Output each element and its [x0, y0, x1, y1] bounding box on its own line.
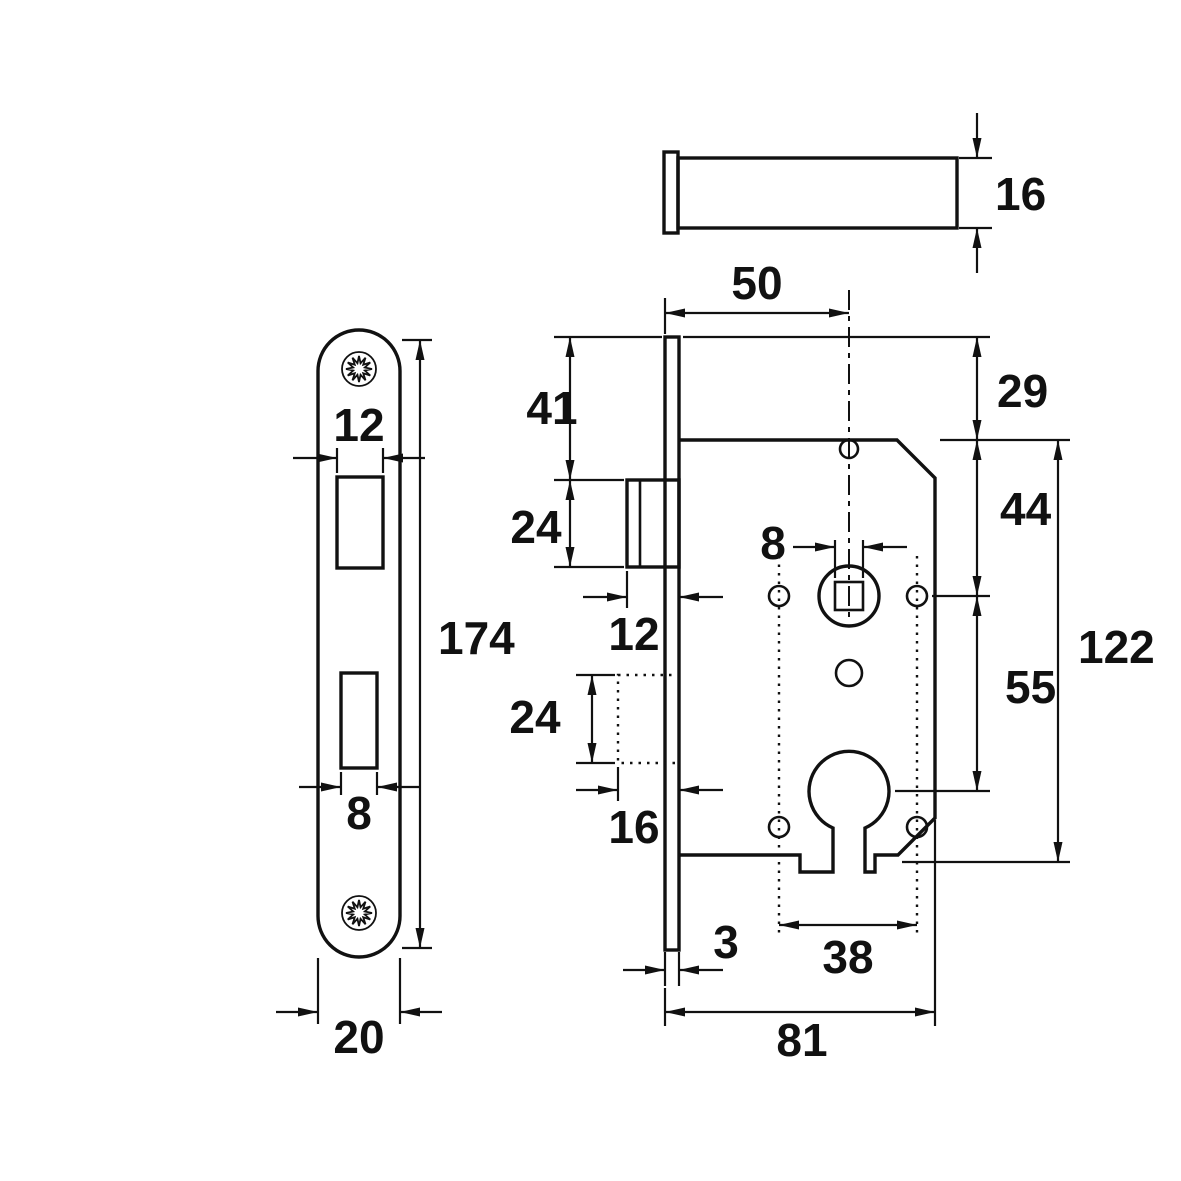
dim-label-follower-square: 8	[760, 517, 786, 569]
latch-bolt	[625, 478, 681, 569]
dim-label-faceplate-thickness: 3	[713, 916, 739, 968]
dim-label-latch-top: 41	[526, 382, 577, 434]
dim-label-top-to-follower: 44	[1000, 483, 1052, 535]
latch-side-view: 16	[662, 113, 1046, 273]
follower-square-hole	[833, 580, 865, 612]
bolt-cutout	[339, 671, 379, 770]
dim-label-faceplate-height: 174	[438, 612, 515, 664]
lock-body-view: 50 29 41 24 12 24 16 8	[509, 257, 1154, 1066]
latch-cutout	[335, 475, 385, 570]
dim-label-faceplate-bolt-width: 8	[346, 787, 372, 839]
dim-label-faceplate-width: 20	[333, 1011, 384, 1063]
dim-label-case-height: 122	[1078, 621, 1155, 673]
dim-label-latch-thickness: 16	[995, 168, 1046, 220]
fixing-hole-left-upper	[767, 584, 791, 608]
faceplate-edge	[663, 335, 681, 952]
dim-label-latch-protrusion: 12	[608, 608, 659, 660]
latch-faceplate-section	[662, 150, 680, 235]
dim-label-top-offset: 29	[997, 365, 1048, 417]
dim-label-faceplate-latch-width: 12	[333, 399, 384, 451]
stop-hole	[834, 658, 864, 688]
dim-label-case-depth: 81	[776, 1014, 827, 1066]
fixing-hole-right-upper	[905, 584, 929, 608]
dim-label-latch-height: 24	[510, 501, 562, 553]
dim-label-hole-spacing: 38	[822, 931, 873, 983]
dim-label-backset: 50	[731, 257, 782, 309]
dim-label-follower-to-cylinder: 55	[1005, 661, 1056, 713]
dim-label-bolt-throw: 16	[608, 801, 659, 853]
deadbolt-dotted	[616, 673, 681, 765]
faceplate-outline	[316, 328, 402, 959]
screw-bottom-icon	[341, 895, 377, 931]
latch-bolt-body	[676, 156, 959, 230]
screw-top-icon	[341, 351, 377, 387]
lock-case-outline	[679, 438, 937, 874]
dim-label-bolt-height: 24	[509, 691, 561, 743]
faceplate-front-view: 12 174 8 20	[276, 328, 515, 1063]
